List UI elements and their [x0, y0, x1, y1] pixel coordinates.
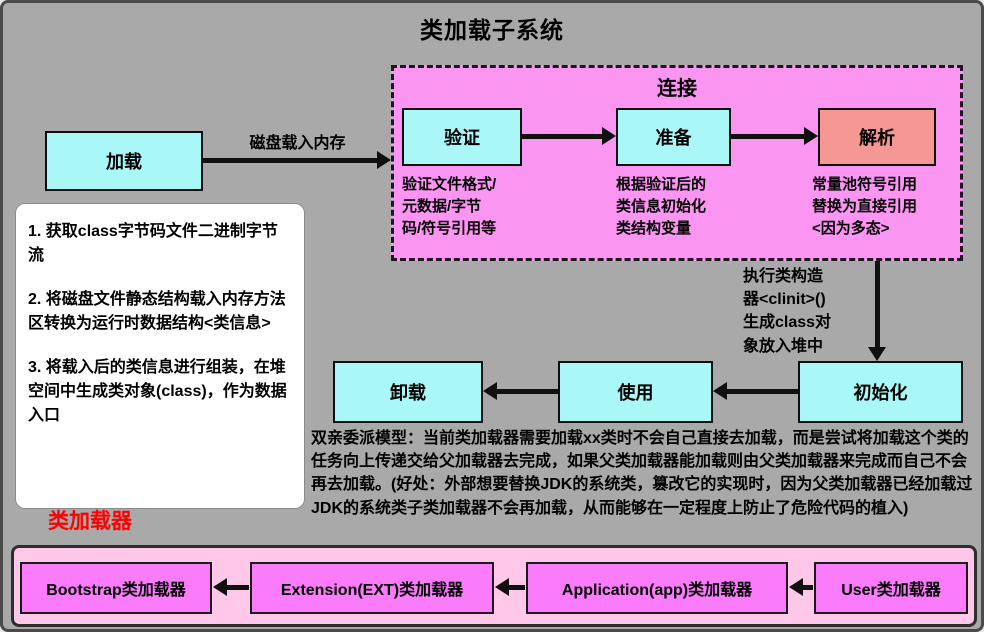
arrow-user-to-app: [789, 578, 813, 596]
classloader-tray: Bootstrap类加载器 Extension(EXT)类加载器 Applica…: [11, 545, 977, 627]
linking-group: 连接 验证 准备 解析 验证文件格式/ 元数据/字节 码/符号引用等 根据验证后…: [391, 65, 963, 261]
note-item-2: 2. 将磁盘文件静态结构载入内存方法区转换为运行时数据结构<类信息>: [28, 291, 286, 332]
load-stage-box: 加载: [45, 131, 203, 191]
clinit-note: 执行类构造 器<clinit>() 生成class对 象放入堆中: [743, 268, 832, 355]
arrow-prepare-to-resolve: [731, 127, 818, 145]
arrow-resolve-to-init: [868, 261, 886, 361]
init-stage-box: 初始化: [798, 361, 963, 423]
application-classloader-box: Application(app)类加载器: [526, 562, 788, 614]
resolve-stage-box: 解析: [818, 108, 936, 166]
arrow-use-to-unload: [483, 382, 558, 400]
note-item-3: 3. 将载入后的类信息进行组装，在堆空间中生成类对象(class)，作为数据入口: [28, 359, 287, 424]
use-stage-box: 使用: [558, 361, 713, 423]
arrow-load-to-linking: [203, 151, 391, 169]
disk-to-memory-label: 磁盘载入内存: [249, 135, 346, 152]
verify-stage-desc: 验证文件格式/ 元数据/字节 码/符号引用等: [402, 176, 497, 237]
note-item-1: 1. 获取class字节码文件二进制字节流: [28, 223, 278, 264]
loading-notes-box: 1. 获取class字节码文件二进制字节流 2. 将磁盘文件静态结构载入内存方法…: [15, 203, 305, 509]
arrow-init-to-use: [713, 382, 798, 400]
verify-stage-box: 验证: [402, 108, 522, 166]
prepare-stage-desc: 根据验证后的 类信息初始化 类结构变量: [616, 176, 707, 237]
arrow-app-to-ext: [495, 578, 525, 596]
arrow-verify-to-prepare: [522, 127, 616, 145]
diagram-title: 类加载子系统: [420, 17, 564, 43]
classloader-section-label: 类加载器: [48, 510, 132, 533]
arrow-ext-to-bootstrap: [213, 578, 249, 596]
user-classloader-box: User类加载器: [814, 562, 968, 614]
resolve-stage-desc: 常量池符号引用 替换为直接引用 <因为多态>: [812, 176, 918, 237]
extension-classloader-box: Extension(EXT)类加载器: [250, 562, 494, 614]
parent-delegation-text: 双亲委派模型：当前类加载器需要加载xx类时不会自己直接去加载，而是尝试将加载这个…: [311, 430, 973, 517]
unload-stage-box: 卸载: [333, 361, 483, 423]
linking-title: 连接: [657, 78, 697, 100]
prepare-stage-box: 准备: [616, 108, 731, 166]
bootstrap-classloader-box: Bootstrap类加载器: [20, 562, 212, 614]
